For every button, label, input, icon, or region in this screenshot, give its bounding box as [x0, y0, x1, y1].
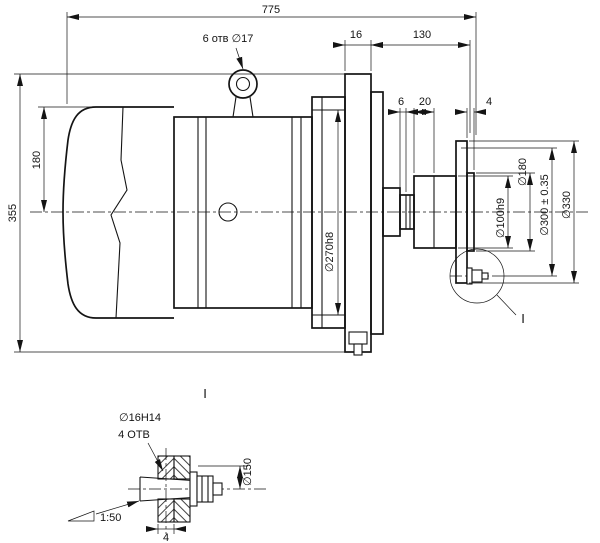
plate-section-b-bottom	[173, 498, 191, 523]
detail-view: I ∅16H14 4 ОТВ ∅150 1:50 4	[67, 386, 254, 543]
motor-body	[62, 106, 174, 319]
detail-leader-line	[496, 294, 517, 316]
pin-thread-tip	[212, 482, 223, 496]
dim-label-end-width: 4	[163, 532, 169, 543]
gearbox-housing	[173, 69, 313, 309]
dim-label-bolt-circle-dia: ∅300 ± 0.35	[539, 174, 551, 236]
taper-label: 1:50	[100, 512, 121, 524]
centerlines	[30, 211, 588, 534]
bottom-stud-tip	[353, 343, 363, 356]
extension-lines	[14, 12, 579, 353]
dim-label-plate-thickness: 16	[350, 29, 362, 41]
taper-pin	[139, 476, 193, 502]
bottom-stud-nut	[348, 331, 368, 345]
dim-label-pitch-dia: ∅150	[242, 458, 254, 486]
plate-section-b-top	[173, 455, 191, 480]
adapter-plates	[344, 73, 384, 356]
disc-pin-washer	[466, 267, 473, 285]
detail-callout-label: I	[521, 311, 525, 326]
mounting-plate	[344, 73, 372, 353]
leader-taper	[95, 500, 140, 515]
dim-label-spigot-dia: ∅270h8	[324, 232, 336, 272]
disc-boss	[466, 172, 475, 252]
disc-pin-nut	[471, 269, 483, 283]
disc-pin-tip	[481, 272, 489, 280]
dim-label-ring-width: 6	[398, 96, 404, 108]
housing-outline	[173, 116, 313, 309]
plate-section-a-top	[157, 455, 175, 480]
dim-label-hub-dia: ∅100h9	[495, 198, 507, 238]
plate-section-a-bottom	[157, 498, 175, 523]
dimensions-main: 775 355 180 6 отв ∅17 16 130 6 20 4 ∅270…	[7, 4, 577, 352]
pin-washer	[189, 471, 198, 507]
flange-block	[311, 96, 346, 329]
dim-label-boss-dia: ∅180	[517, 158, 529, 186]
detail-callout: I	[449, 248, 525, 326]
plug-hole	[218, 202, 238, 222]
dim-label-overall-height: 355	[7, 204, 19, 222]
flange-ring	[370, 91, 384, 335]
dim-label-disc-dia: ∅330	[561, 191, 573, 219]
detail-title: I	[203, 386, 207, 401]
leader-hole-note	[147, 442, 164, 472]
dim-label-overall-length: 775	[262, 4, 280, 16]
lifting-eye-ring	[228, 69, 258, 99]
dim-label-hub-step: 20	[419, 96, 431, 108]
leader-eye-holes	[235, 47, 244, 70]
pin-nut	[196, 475, 214, 503]
break-line	[110, 106, 128, 319]
taper-symbol-icon	[67, 510, 95, 522]
flange-outline	[311, 96, 346, 329]
note-hole-dia: ∅16H14	[119, 412, 161, 424]
motor-outline	[62, 106, 174, 319]
dim-label-center-height: 180	[31, 151, 43, 169]
note-eye-holes: 6 отв ∅17	[203, 33, 254, 45]
lifting-eye-hole	[235, 76, 251, 92]
dim-label-shaft-length: 130	[413, 29, 431, 41]
shaft-assembly	[382, 140, 489, 285]
note-hole-count: 4 ОТВ	[118, 429, 150, 441]
eye-support	[232, 96, 254, 118]
dim-label-boss-thickness: 4	[486, 96, 492, 108]
